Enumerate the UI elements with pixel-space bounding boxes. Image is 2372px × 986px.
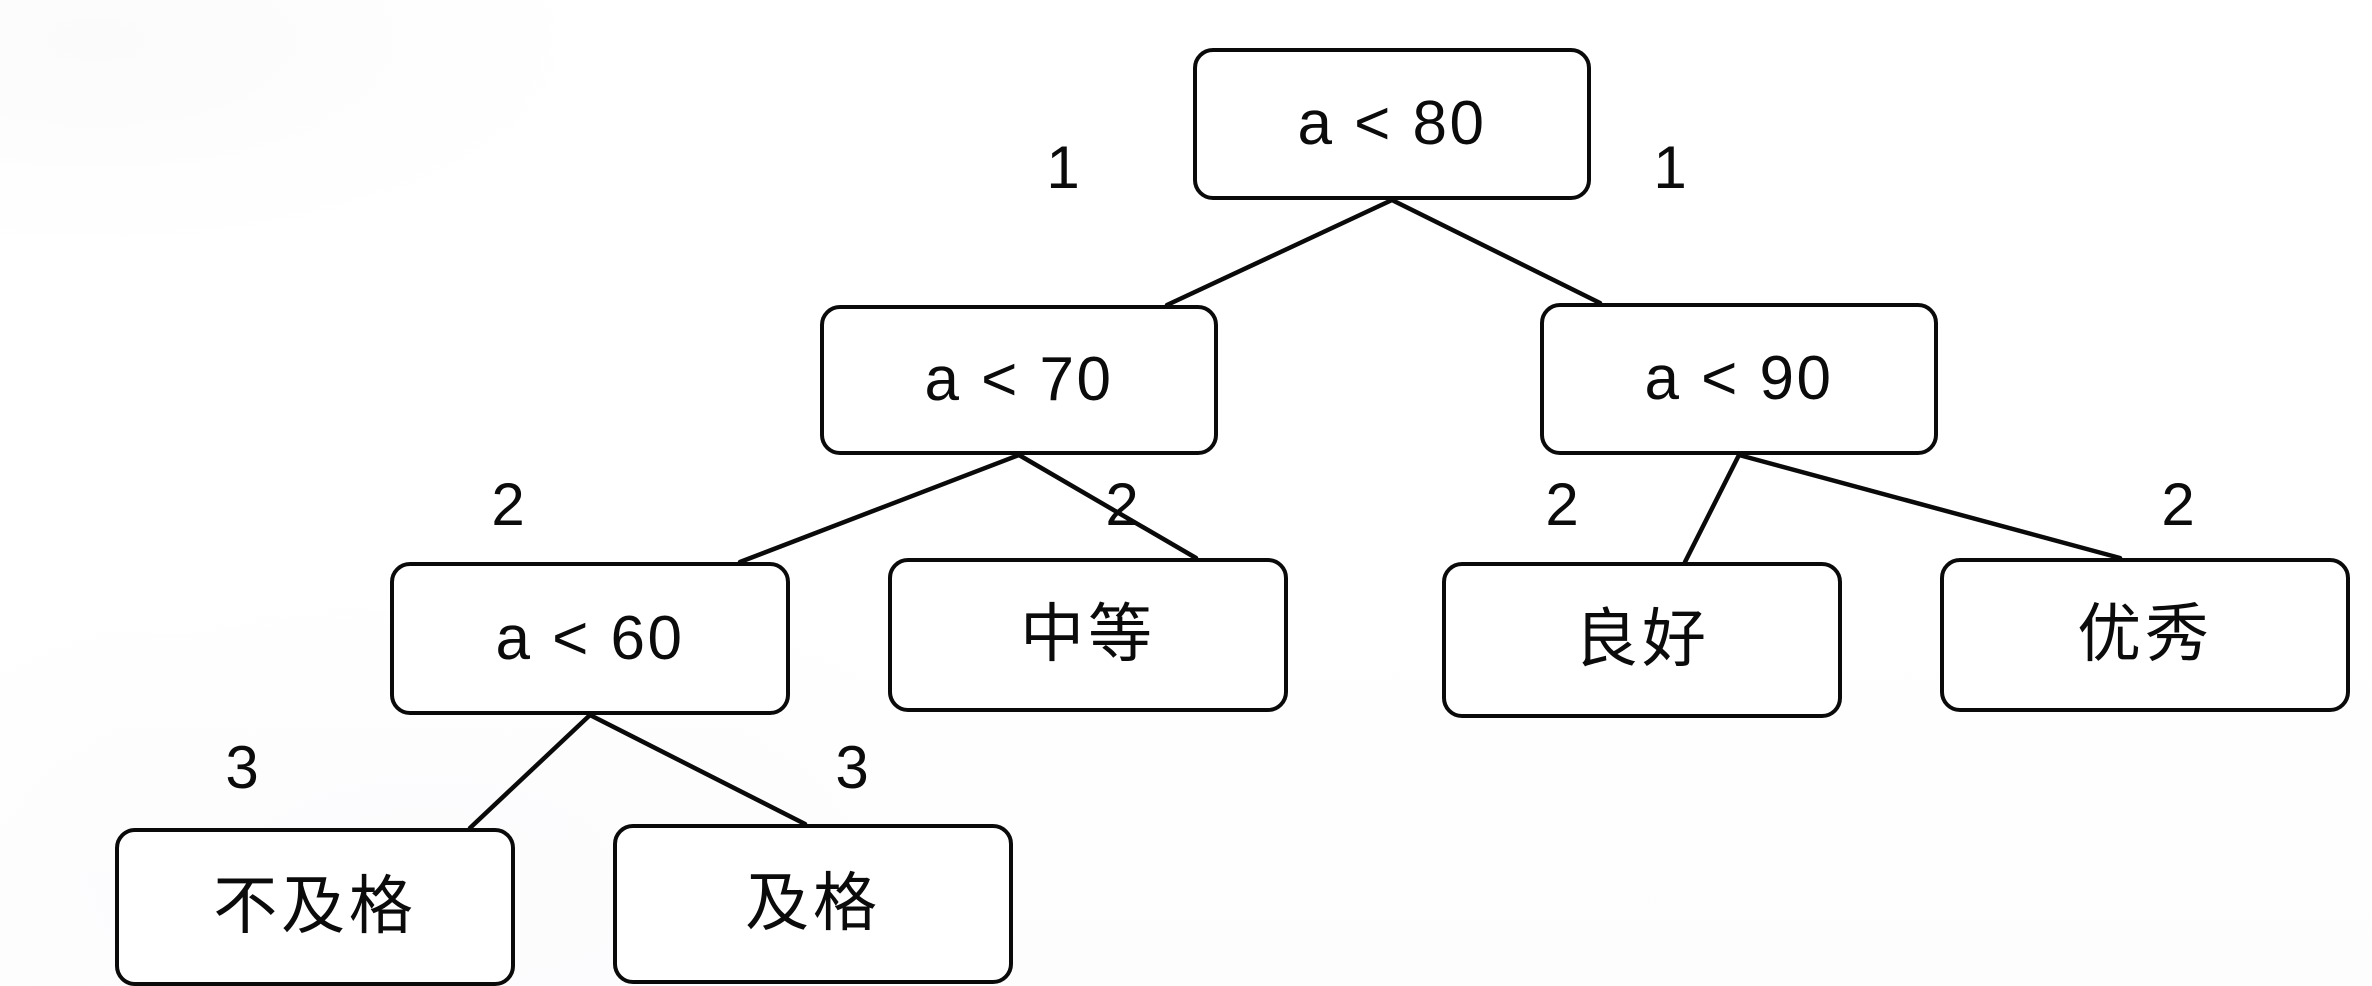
tree-node-youxiu[interactable]: 优秀 <box>1940 558 2350 712</box>
tree-edge-root-to-lt70 <box>1164 197 1395 308</box>
tree-node-root[interactable]: a < 80 <box>1193 48 1591 200</box>
tree-node-lt60[interactable]: a < 60 <box>390 562 790 715</box>
tree-node-label: 中等 <box>1020 598 1156 672</box>
tree-edge-lt90-to-lianghao <box>1682 452 1742 565</box>
tree-node-label: a < 80 <box>1297 89 1487 158</box>
edge-weight-label: 1 <box>1046 134 1080 201</box>
tree-node-zhongdeng[interactable]: 中等 <box>888 558 1288 712</box>
tree-edge-root-to-lt90 <box>1389 197 1603 306</box>
edge-weight-label: 1 <box>1653 134 1687 201</box>
tree-node-label: a < 70 <box>924 345 1114 414</box>
edge-weight-label: 2 <box>491 471 525 538</box>
tree-node-lianghao[interactable]: 良好 <box>1442 562 1842 718</box>
tree-node-jige[interactable]: 及格 <box>613 824 1013 984</box>
tree-node-lt90[interactable]: a < 90 <box>1540 303 1938 455</box>
tree-node-bujige[interactable]: 不及格 <box>115 828 515 986</box>
tree-node-label: 及格 <box>745 867 881 941</box>
tree-edge-lt70-to-lt60 <box>737 452 1022 565</box>
edge-weight-label: 2 <box>2161 471 2195 538</box>
tree-node-lt70[interactable]: a < 70 <box>820 305 1218 455</box>
tree-edge-lt90-to-youxiu <box>1736 452 2123 561</box>
tree-node-label: 不及格 <box>213 870 417 944</box>
tree-node-label: 优秀 <box>2077 598 2213 672</box>
tree-edge-lt60-to-bujige <box>467 712 593 831</box>
tree-node-label: a < 90 <box>1644 344 1834 413</box>
tree-edge-lt60-to-jige <box>587 712 808 827</box>
edge-weight-label: 3 <box>225 734 259 801</box>
edge-weight-label: 2 <box>1545 471 1579 538</box>
tree-node-label: a < 60 <box>495 603 685 673</box>
edge-weight-label: 3 <box>835 734 869 801</box>
edge-weight-label: 2 <box>1105 471 1139 538</box>
tree-node-label: 良好 <box>1574 603 1710 677</box>
tree-edge-lt70-to-zhongdeng <box>1016 452 1199 561</box>
